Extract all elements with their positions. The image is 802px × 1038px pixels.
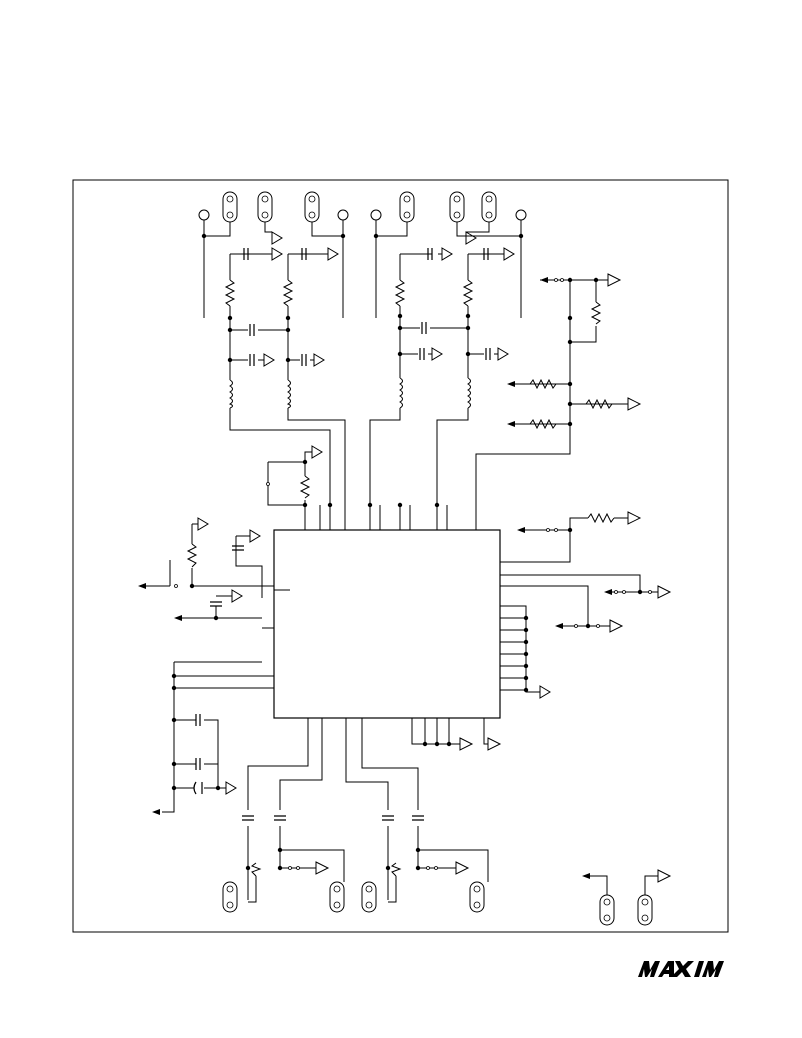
maxim-logo [638,961,724,977]
capacitors [243,248,491,366]
resistors-top [224,279,602,499]
left-wiring [162,523,290,813]
power-wiring [590,875,658,895]
test-point [198,209,210,221]
test-point [370,209,382,221]
jumper-points [174,278,652,870]
sma-connector-icon [222,881,238,913]
inductors [228,377,471,409]
bottom-capacitors [242,815,424,821]
test-point [337,209,349,221]
top-connectors [198,191,527,223]
arrow-leads [146,585,188,619]
schematic-frame [72,179,729,933]
signal-arrows [138,277,612,879]
sma-connector-icon [469,881,485,913]
test-point [515,209,527,221]
left-capacitors [193,545,244,795]
bottom-connectors [222,881,653,926]
logo-mark [638,961,724,977]
sma-connector-icon [361,881,377,913]
sma-connector-icon [329,881,345,913]
junction-dots [171,233,643,871]
resistors-right [529,378,615,524]
bottom-resistors [250,862,402,877]
ic-chip [273,529,501,719]
left-resistor [186,543,198,568]
bottom-wiring [247,718,489,903]
